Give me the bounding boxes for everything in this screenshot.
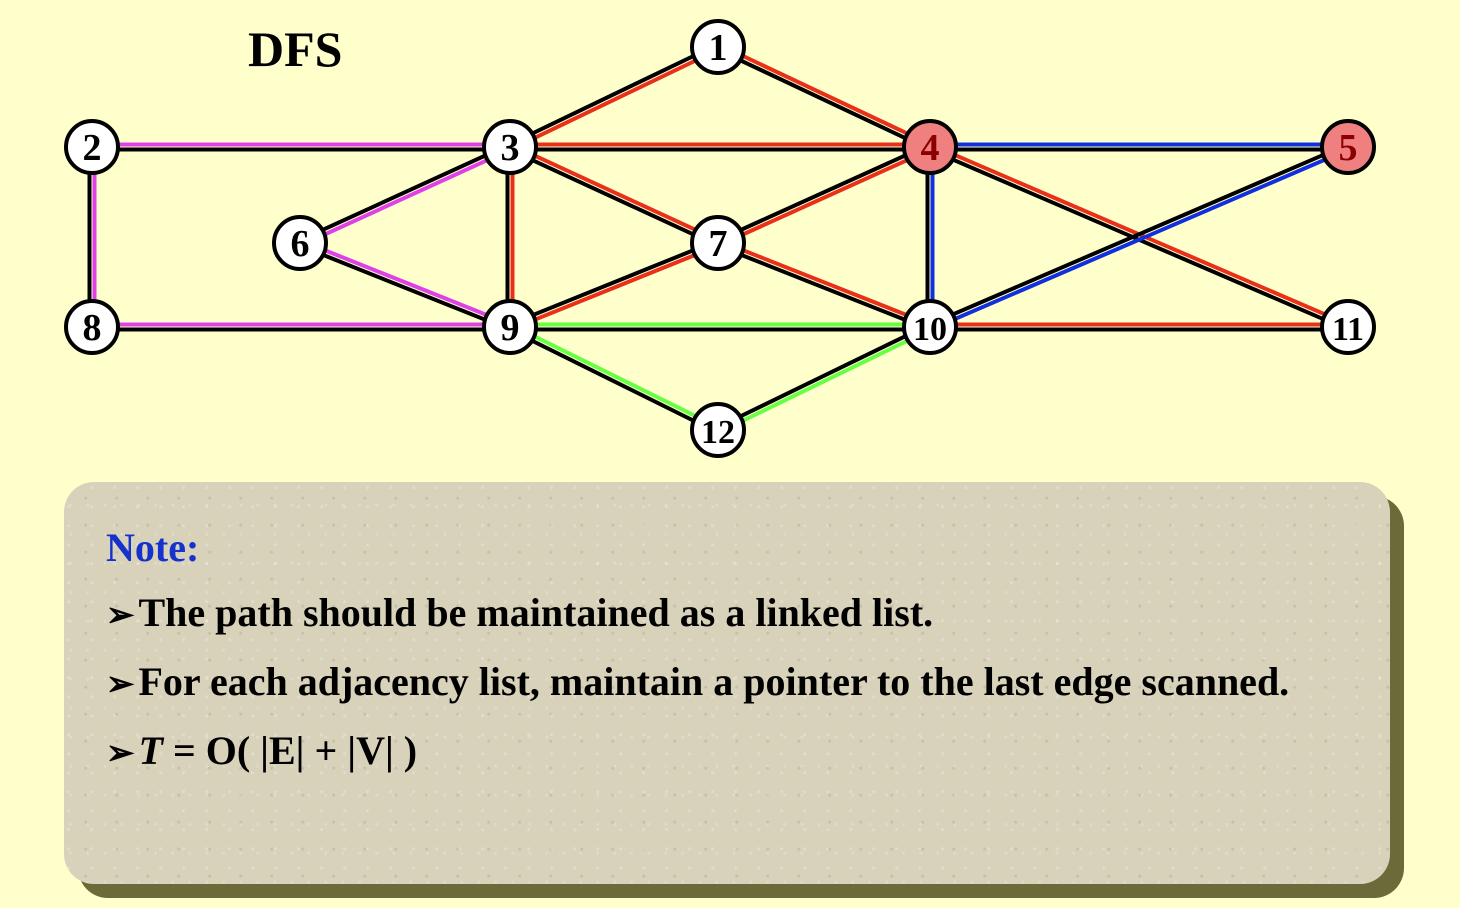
edge-3-7 [508,142,720,248]
node-label: 2 [83,127,102,169]
node-6: 6 [272,215,328,271]
node-circle [64,119,120,175]
edge-highlight-line [718,327,932,435]
note-item-1: ➢The path should be maintained as a link… [106,585,1350,644]
edge-highlight-line [510,322,720,430]
node-circle [272,215,328,271]
node-label: 11 [1332,311,1364,348]
edge-highlight-line [510,47,720,152]
node-label: 8 [83,307,102,349]
node-5: 5 [1320,119,1376,175]
edge-line [508,147,718,248]
edge-line [508,327,718,435]
node-7: 7 [690,215,746,271]
node-circle [1320,119,1376,175]
note-item-3: ➢T = O( |E| + |V| ) [106,723,1350,782]
node-label: 12 [701,414,735,451]
edge-5-10 [928,142,1350,332]
edge-line [298,142,510,243]
edge-line [928,142,1348,327]
edge-highlight-line [718,147,932,248]
node-label: 6 [291,223,310,265]
note-item-2: ➢For each adjacency list, maintain a poi… [106,654,1350,713]
node-2: 2 [64,119,120,175]
node-4: 4 [902,119,958,175]
edge-highlight-line [718,238,932,327]
node-circle [690,19,746,75]
edge-8-9 [92,322,510,332]
edge-10-12 [716,322,932,435]
edge-3-6 [298,142,512,248]
edge-highlight-line [930,147,1350,332]
note-item-text: For each adjacency list, maintain a poin… [138,659,1290,704]
note-title: Note: [106,525,200,570]
node-12: 12 [690,402,746,458]
node-8: 8 [64,299,120,355]
note-item-text: The path should be maintained as a linke… [138,590,934,635]
edge-line [508,238,718,327]
edge-line [716,243,930,332]
edge-line [508,42,718,147]
note-box: Note: ➢The path should be maintained as … [64,482,1390,884]
edge-3-4 [510,142,930,152]
page-title: DFS [248,21,343,77]
node-circle [902,299,958,355]
node-circle [64,299,120,355]
edge-4-5 [930,142,1348,152]
edge-1-3 [508,42,720,152]
edge-highlight-line [510,142,720,243]
edge-4-7 [716,142,932,248]
node-9: 9 [482,299,538,355]
edge-highlight-line [300,238,512,327]
node-circle [690,402,746,458]
node-label: 4 [921,127,940,169]
node-label: 9 [501,307,520,349]
arrow-bullet-icon: ➢ [106,735,135,772]
time-symbol: T [138,728,163,773]
node-circle [482,299,538,355]
edge-line [716,142,930,243]
edge-6-9 [298,238,512,332]
arrow-bullet-icon: ➢ [106,597,135,634]
edge-9-12 [508,322,720,435]
node-11: 11 [1320,299,1376,355]
edge-2-8 [87,147,97,327]
node-label: 7 [709,223,728,265]
edge-highlight-line [718,42,932,147]
edge-9-10 [510,322,930,332]
arrow-bullet-icon: ➢ [106,666,135,703]
node-label: 10 [913,311,947,348]
node-circle [1320,299,1376,355]
edge-7-10 [716,238,932,332]
node-1: 1 [690,19,746,75]
node-10: 10 [902,299,958,355]
edge-line [716,322,930,430]
edge-1-4 [716,42,932,152]
note-item-text: = O( |E| + |V| ) [162,728,418,773]
node-circle [902,119,958,175]
graph-edges [87,42,1350,435]
edge-2-3 [92,142,510,152]
edge-line [298,243,510,332]
node-circle [690,215,746,271]
node-label: 5 [1339,127,1358,169]
edge-10-11 [930,322,1348,332]
edge-3-9 [505,147,515,327]
edge-highlight-line [300,147,512,248]
node-label: 3 [501,127,520,169]
node-circle [482,119,538,175]
edge-highlight-line [510,243,720,332]
edge-line [716,47,930,152]
edge-7-9 [508,238,720,332]
node-3: 3 [482,119,538,175]
node-label: 1 [709,27,728,69]
edge-4-10 [925,147,935,327]
